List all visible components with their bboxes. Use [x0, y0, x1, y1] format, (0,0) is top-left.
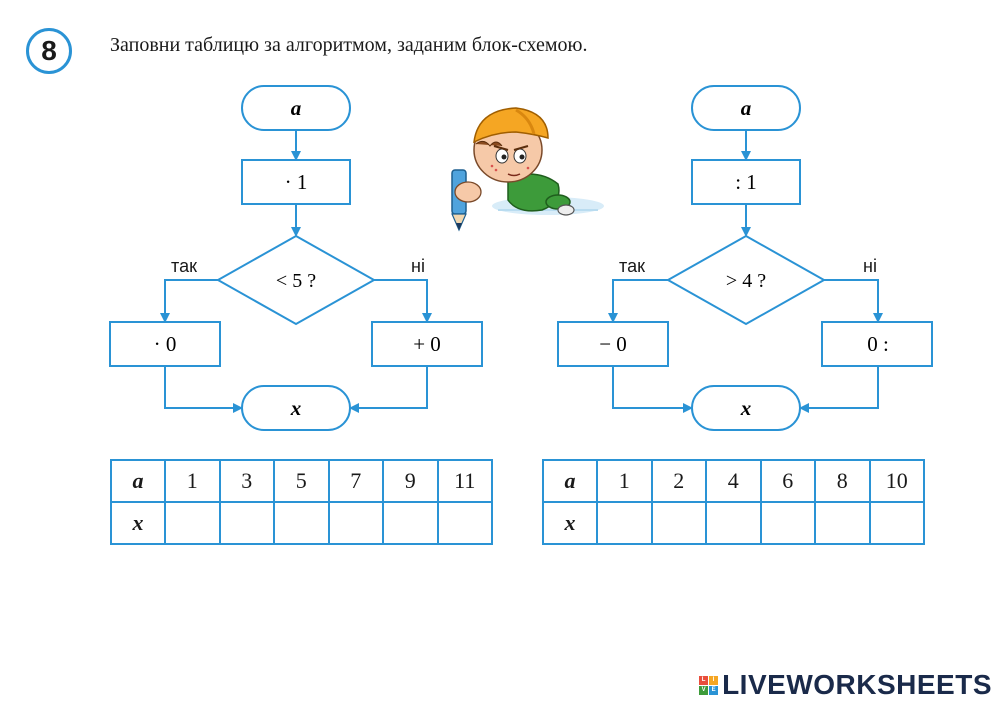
boy-illustration	[451, 107, 604, 232]
decision-diamond	[665, 234, 827, 326]
x-answer-input[interactable]	[871, 506, 923, 540]
row-x-header: x	[110, 501, 166, 545]
flowchart-right: a : 1 > 4 ? так ні − 0 0 : x	[557, 85, 933, 431]
end-label: x	[740, 396, 752, 420]
x-answer-cell[interactable]	[814, 501, 871, 545]
row-x-header: x	[542, 501, 598, 545]
liveworksheets-logo[interactable]: L I V E LIVEWORKSHEETS	[699, 669, 992, 701]
a-value-cell: 1	[596, 459, 653, 503]
x-answer-cell[interactable]	[759, 501, 816, 545]
a-value-cell: 9	[382, 459, 439, 503]
a-value-cell: 2	[650, 459, 707, 503]
x-answer-cell[interactable]	[705, 501, 762, 545]
table-row-x: x	[542, 501, 925, 545]
table-left: a 1 3 5 7 9 11 x	[110, 459, 493, 545]
x-answer-cell[interactable]	[218, 501, 275, 545]
yes-action-label: · 0	[154, 332, 177, 356]
x-answer-input[interactable]	[707, 506, 759, 540]
yes-branch-label: так	[171, 256, 197, 276]
yes-branch-label: так	[619, 256, 645, 276]
logo-text: LIVEWORKSHEETS	[722, 669, 992, 700]
x-answer-cell[interactable]	[650, 501, 707, 545]
end-label: x	[290, 396, 302, 420]
no-branch-label: ні	[863, 256, 877, 276]
x-answer-cell[interactable]	[436, 501, 493, 545]
a-value-cell: 7	[327, 459, 384, 503]
process-label: : 1	[735, 170, 757, 194]
row-a-header: a	[110, 459, 166, 503]
decision-label: < 5 ?	[276, 270, 316, 292]
flowchart-left: a · 1 < 5 ? так ні · 0 + 0 x	[109, 85, 483, 431]
x-answer-input[interactable]	[275, 506, 327, 540]
x-answer-cell[interactable]	[164, 501, 221, 545]
a-value-cell: 3	[218, 459, 275, 503]
table-row-a: a 1 2 4 6 8 10	[542, 459, 925, 503]
x-answer-cell[interactable]	[596, 501, 653, 545]
process-label: · 1	[285, 170, 308, 194]
x-answer-input[interactable]	[653, 506, 705, 540]
a-value-cell: 1	[164, 459, 221, 503]
x-answer-input[interactable]	[384, 506, 436, 540]
task-instruction: Заповни таблицю за алгоритмом, заданим б…	[110, 34, 588, 56]
yes-action-label: − 0	[599, 332, 627, 356]
x-answer-cell[interactable]	[382, 501, 439, 545]
no-branch-label: ні	[411, 256, 425, 276]
a-value-cell: 11	[436, 459, 493, 503]
a-value-cell: 5	[273, 459, 330, 503]
no-action-label: + 0	[413, 332, 441, 356]
table-row-a: a 1 3 5 7 9 11	[110, 459, 493, 503]
x-answer-cell[interactable]	[273, 501, 330, 545]
x-answer-input[interactable]	[166, 506, 218, 540]
a-value-cell: 4	[705, 459, 762, 503]
x-answer-input[interactable]	[598, 506, 650, 540]
x-answer-cell[interactable]	[327, 501, 384, 545]
x-answer-input[interactable]	[330, 506, 382, 540]
table-row-x: x	[110, 501, 493, 545]
start-label: a	[291, 96, 302, 120]
a-value-cell: 8	[814, 459, 871, 503]
row-a-header: a	[542, 459, 598, 503]
decision-diamond	[215, 234, 377, 326]
no-action-label: 0 :	[867, 332, 889, 356]
x-answer-input[interactable]	[816, 506, 868, 540]
start-label: a	[741, 96, 752, 120]
x-answer-cell[interactable]	[868, 501, 925, 545]
task-number: 8	[41, 35, 57, 66]
table-right: a 1 2 4 6 8 10 x	[542, 459, 925, 545]
a-value-cell: 6	[759, 459, 816, 503]
logo-blocks-icon: L I V E	[699, 675, 719, 695]
a-value-cell: 10	[868, 459, 925, 503]
x-answer-input[interactable]	[439, 506, 491, 540]
x-answer-input[interactable]	[221, 506, 273, 540]
decision-label: > 4 ?	[726, 270, 766, 292]
x-answer-input[interactable]	[762, 506, 814, 540]
task-number-badge: 8	[26, 28, 72, 74]
